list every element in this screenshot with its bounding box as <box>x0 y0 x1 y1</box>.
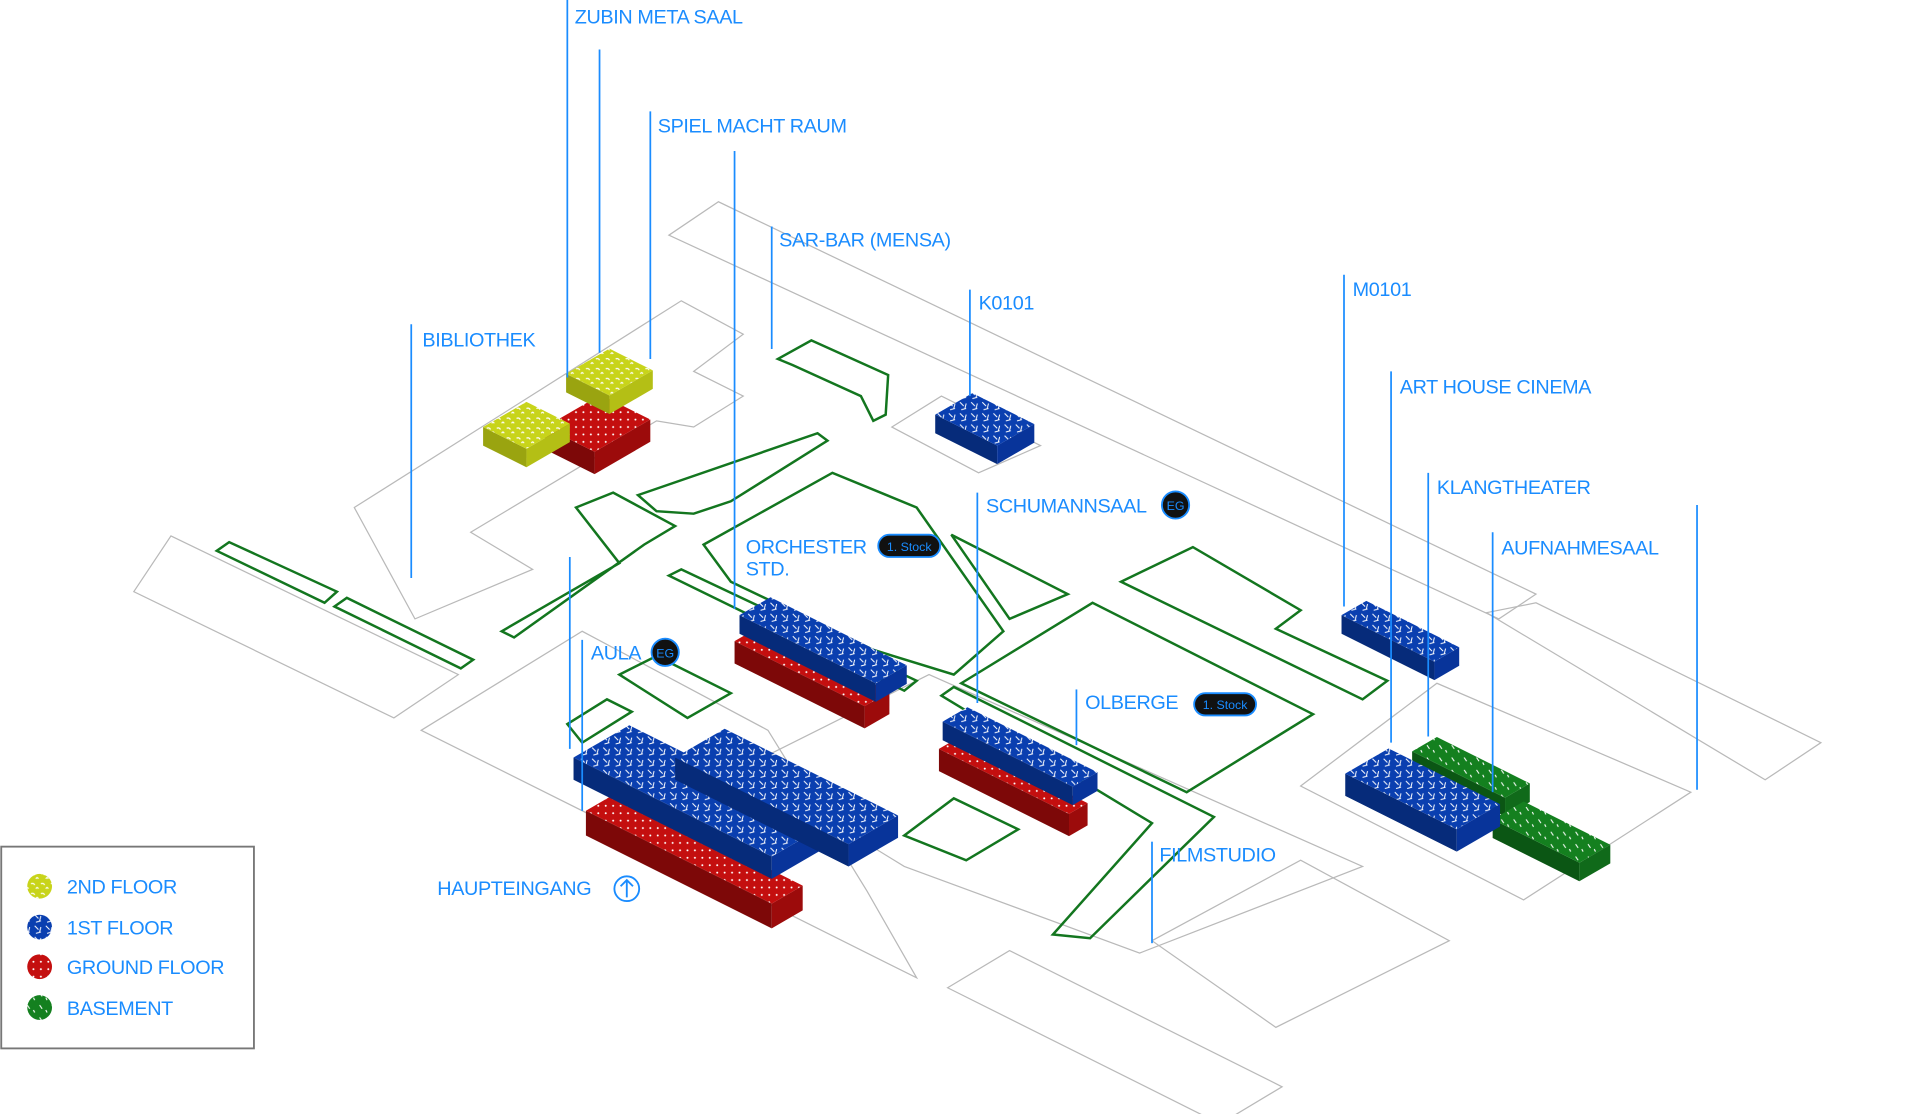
label-klangtheater[interactable]: KLANGTHEATER <box>1437 477 1591 499</box>
svg-text:2ND FLOOR: 2ND FLOOR <box>67 877 177 899</box>
legend-item-ground-floor: GROUND FLOOR <box>27 954 225 980</box>
badge-schumannsaal: EG <box>1160 490 1191 520</box>
svg-text:1ST FLOOR: 1ST FLOOR <box>67 918 173 940</box>
ground-floor-swatch-icon <box>27 954 53 980</box>
svg-text:BASEMENT: BASEMENT <box>67 998 173 1020</box>
1st-floor-swatch-icon <box>27 914 53 940</box>
block-olberge-1st[interactable] <box>942 707 1098 806</box>
block-aufnahmesaal-basement[interactable] <box>1492 801 1611 882</box>
label-orchester-std[interactable]: STD. <box>746 559 790 581</box>
badge-orchester: 1. Stock <box>877 533 942 558</box>
block-orchester-1st[interactable] <box>739 597 907 702</box>
block-aula-ground[interactable] <box>585 792 803 929</box>
legend-item-2nd-floor: 2ND FLOOR <box>27 873 177 899</box>
label-spiel-macht-raum[interactable]: SPIEL MACHT RAUM <box>658 115 847 137</box>
label-art-house-cinema[interactable]: ART HOUSE CINEMA <box>1400 377 1593 399</box>
svg-text:GROUND FLOOR: GROUND FLOOR <box>67 957 224 979</box>
badge-olberge: 1. Stock <box>1193 692 1257 717</box>
svg-text:EG: EG <box>1167 499 1185 513</box>
block-m0101[interactable] <box>1341 600 1460 681</box>
block-bibliothek-2nd[interactable] <box>483 401 570 468</box>
label-olberge[interactable]: OLBERGE <box>1085 692 1179 714</box>
svg-text:1. Stock: 1. Stock <box>887 540 933 554</box>
floor-blocks <box>483 348 1611 929</box>
svg-text:1. Stock: 1. Stock <box>1203 698 1249 712</box>
2nd-floor-swatch-icon <box>27 873 53 899</box>
floor-badges: EG 1. Stock EG 1. Stock <box>650 490 1257 717</box>
legend-item-basement: BASEMENT <box>27 995 174 1020</box>
badge-aula: EG <box>650 637 680 667</box>
leader-lines <box>410 0 1698 944</box>
label-bibliothek[interactable]: BIBLIOTHEK <box>422 330 535 352</box>
label-haupteingang[interactable]: HAUPTEINGANG <box>437 878 591 900</box>
block-k0101[interactable] <box>935 393 1035 465</box>
entrance-arrow-icon <box>613 875 641 903</box>
block-aula-1st-b[interactable] <box>675 728 899 867</box>
label-m0101[interactable]: M0101 <box>1353 279 1412 301</box>
walkway-paths <box>214 339 1390 940</box>
legend: 2ND FLOOR 1ST FLOOR GROUND FLOOR BASEMEN… <box>0 845 255 1050</box>
label-aufnahmesaal[interactable]: AUFNAHMESAAL <box>1501 538 1659 560</box>
label-zubin-meta-saal[interactable]: ZUBIN META SAAL <box>575 7 744 29</box>
label-orchester[interactable]: ORCHESTER <box>746 536 867 558</box>
label-k0101[interactable]: K0101 <box>979 292 1035 314</box>
legend-item-1st-floor: 1ST FLOOR <box>27 914 174 940</box>
block-art-house-cinema[interactable] <box>1345 748 1501 852</box>
svg-text:EG: EG <box>656 646 674 660</box>
basement-swatch-icon <box>27 995 53 1020</box>
room-labels: ZUBIN META SAAL SPIEL MACHT RAUM SAR-BAR… <box>422 7 1659 903</box>
label-filmstudio[interactable]: FILMSTUDIO <box>1159 844 1276 866</box>
block-olberge-ground[interactable] <box>938 738 1088 837</box>
label-sar-bar[interactable]: SAR-BAR (MENSA) <box>779 229 951 251</box>
label-schumannsaal[interactable]: SCHUMANNSAAL <box>986 495 1147 517</box>
block-zubin-2nd[interactable] <box>566 348 653 415</box>
label-aula[interactable]: AULA <box>591 643 643 665</box>
